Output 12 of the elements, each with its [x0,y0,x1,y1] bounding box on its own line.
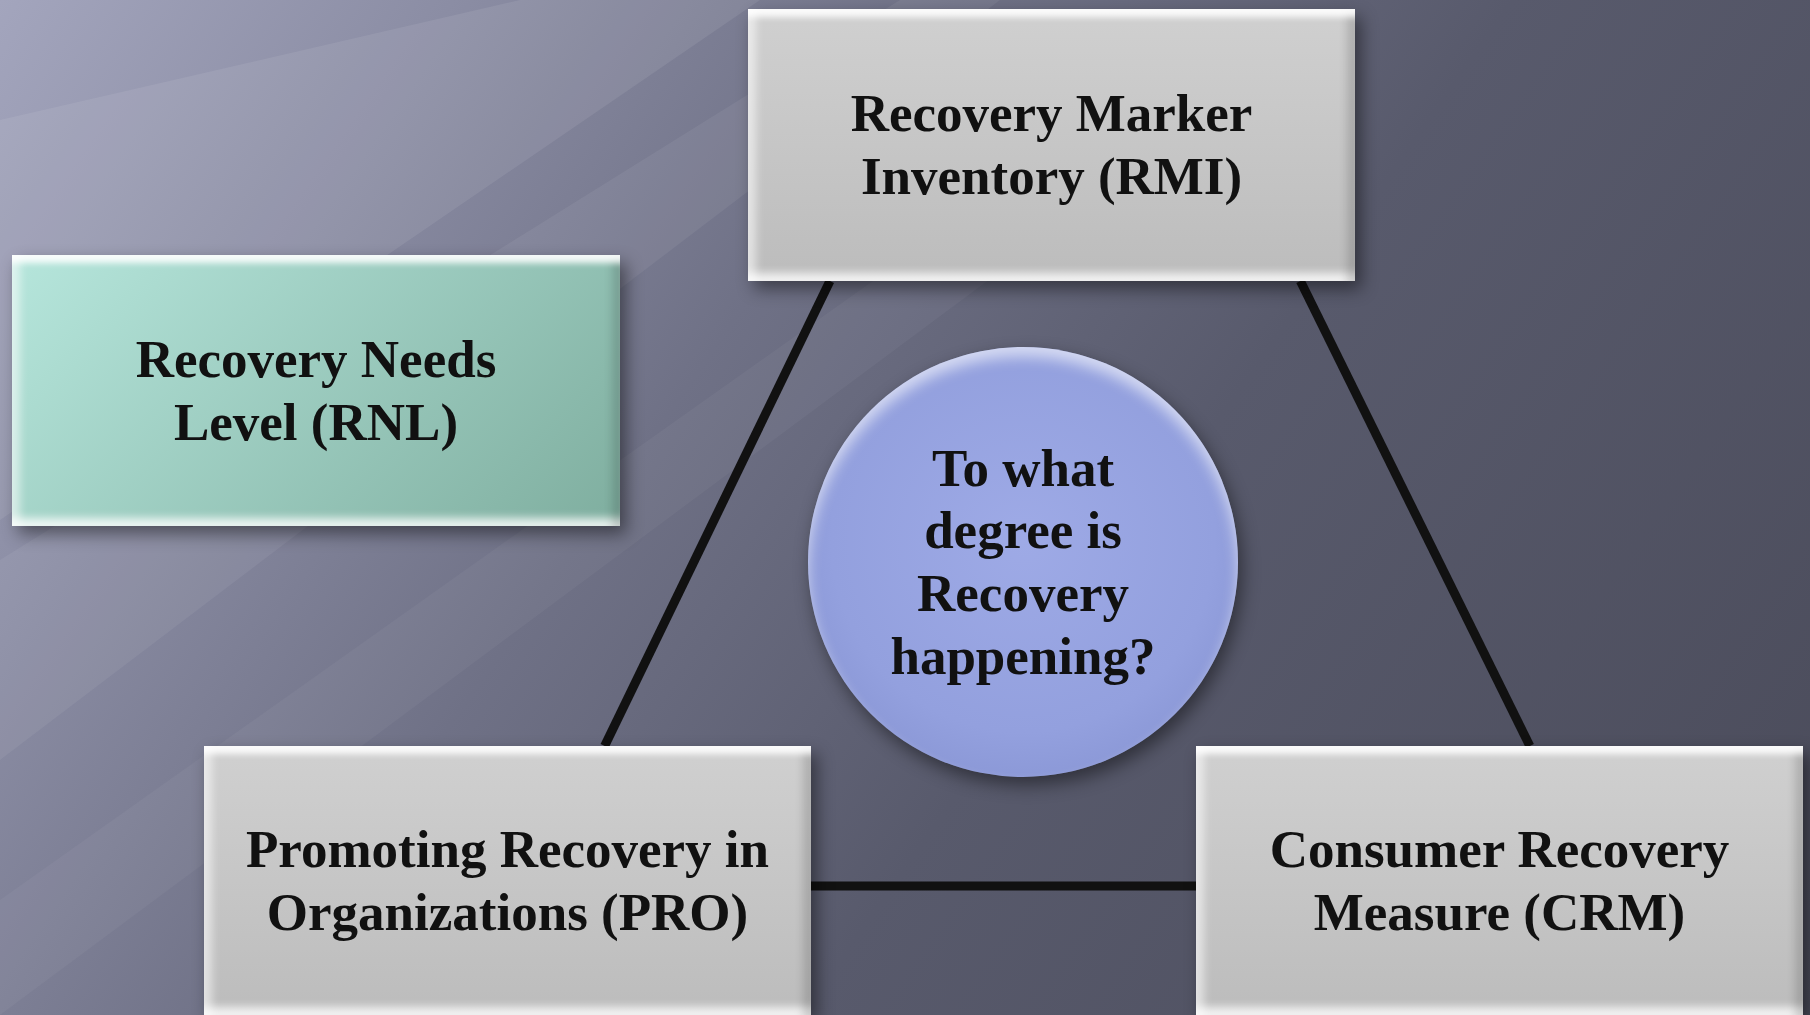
measure-box [204,746,811,1015]
box-label: To what degree is Recovery happening? [890,438,1156,685]
box-label: Recovery Marker Inventory (RMI) [850,84,1253,205]
connector-line [1296,279,1534,748]
box-label: Recovery Needs Level (RNL) [135,329,497,451]
connector-line [600,279,834,748]
measure-box [12,255,620,526]
box-label: Promoting Recovery in Organizations (PRO) [246,819,769,941]
box-label: Consumer Recovery Measure (CRM) [1269,819,1730,941]
connector-line [811,881,1196,891]
measure-box [748,9,1355,281]
measure-box [1196,746,1803,1015]
